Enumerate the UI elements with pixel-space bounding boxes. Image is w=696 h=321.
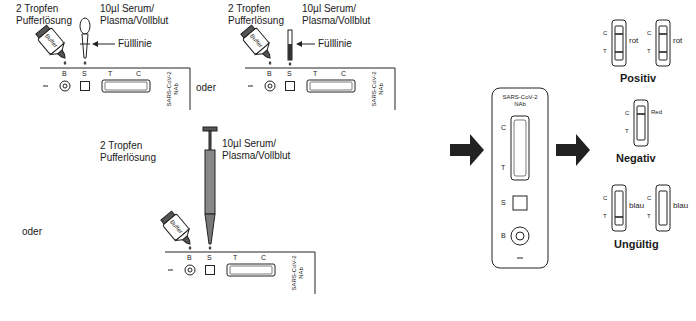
line-label: C	[341, 70, 346, 78]
port-label: S	[207, 254, 212, 262]
result-heading: Positiv	[620, 72, 656, 85]
line-label: T	[603, 48, 607, 55]
port-label: B	[267, 70, 272, 78]
device-name: SARS-CoV-2 NAb	[371, 70, 385, 108]
port-label: B	[187, 254, 192, 262]
line-label: T	[501, 164, 505, 172]
color-word: blau	[629, 201, 644, 210]
line-label: T	[603, 213, 607, 220]
device-name: SARS-CoV-2 NAb	[291, 254, 305, 292]
port-label: S	[82, 70, 87, 78]
line-label: T	[313, 70, 317, 78]
device-name: SARS-CoV-2 NAb	[166, 70, 180, 108]
line-label: T	[625, 128, 629, 135]
line-label: C	[603, 30, 607, 37]
result-heading: Ungültig	[614, 238, 659, 251]
line-label: C	[501, 124, 506, 132]
device-name: SARS-CoV-2 NAb	[497, 94, 543, 108]
line-label: C	[647, 30, 651, 37]
connector-word: oder	[22, 226, 42, 238]
line-label: T	[233, 254, 237, 262]
line-label: C	[261, 254, 266, 262]
port-label: B	[501, 232, 506, 240]
color-word: rot	[673, 36, 682, 45]
port-label: S	[501, 199, 506, 207]
line-label: C	[647, 195, 651, 202]
color-word: rot	[629, 36, 638, 45]
line-label: T	[647, 48, 651, 55]
instruction-text: 2 Tropfen Pufferlösung	[100, 140, 164, 163]
fill-line-label: Fülllinie	[118, 38, 152, 50]
sample-text: 10µl Serum/ Plasma/Vollblut	[302, 3, 386, 26]
line-label: C	[625, 110, 629, 117]
instruction-text: 2 Tropfen Pufferlösung	[228, 3, 288, 26]
sample-text: 10µl Serum/ Plasma/Vollblut	[100, 3, 184, 26]
instruction-text: 2 Tropfen Pufferlösung	[16, 3, 80, 26]
color-word: blau	[673, 201, 688, 210]
line-label: C	[136, 70, 141, 78]
sample-text: 10µl Serum/ Plasma/Vollblut	[222, 138, 306, 161]
line-label: C	[603, 195, 607, 202]
fill-line-label: Fülllinie	[318, 38, 352, 50]
port-label: S	[287, 70, 292, 78]
color-word: Red	[651, 109, 662, 116]
line-label: T	[108, 70, 112, 78]
result-heading: Negativ	[616, 152, 656, 165]
connector-word: oder	[196, 82, 216, 94]
port-label: B	[62, 70, 67, 78]
line-label: T	[647, 213, 651, 220]
